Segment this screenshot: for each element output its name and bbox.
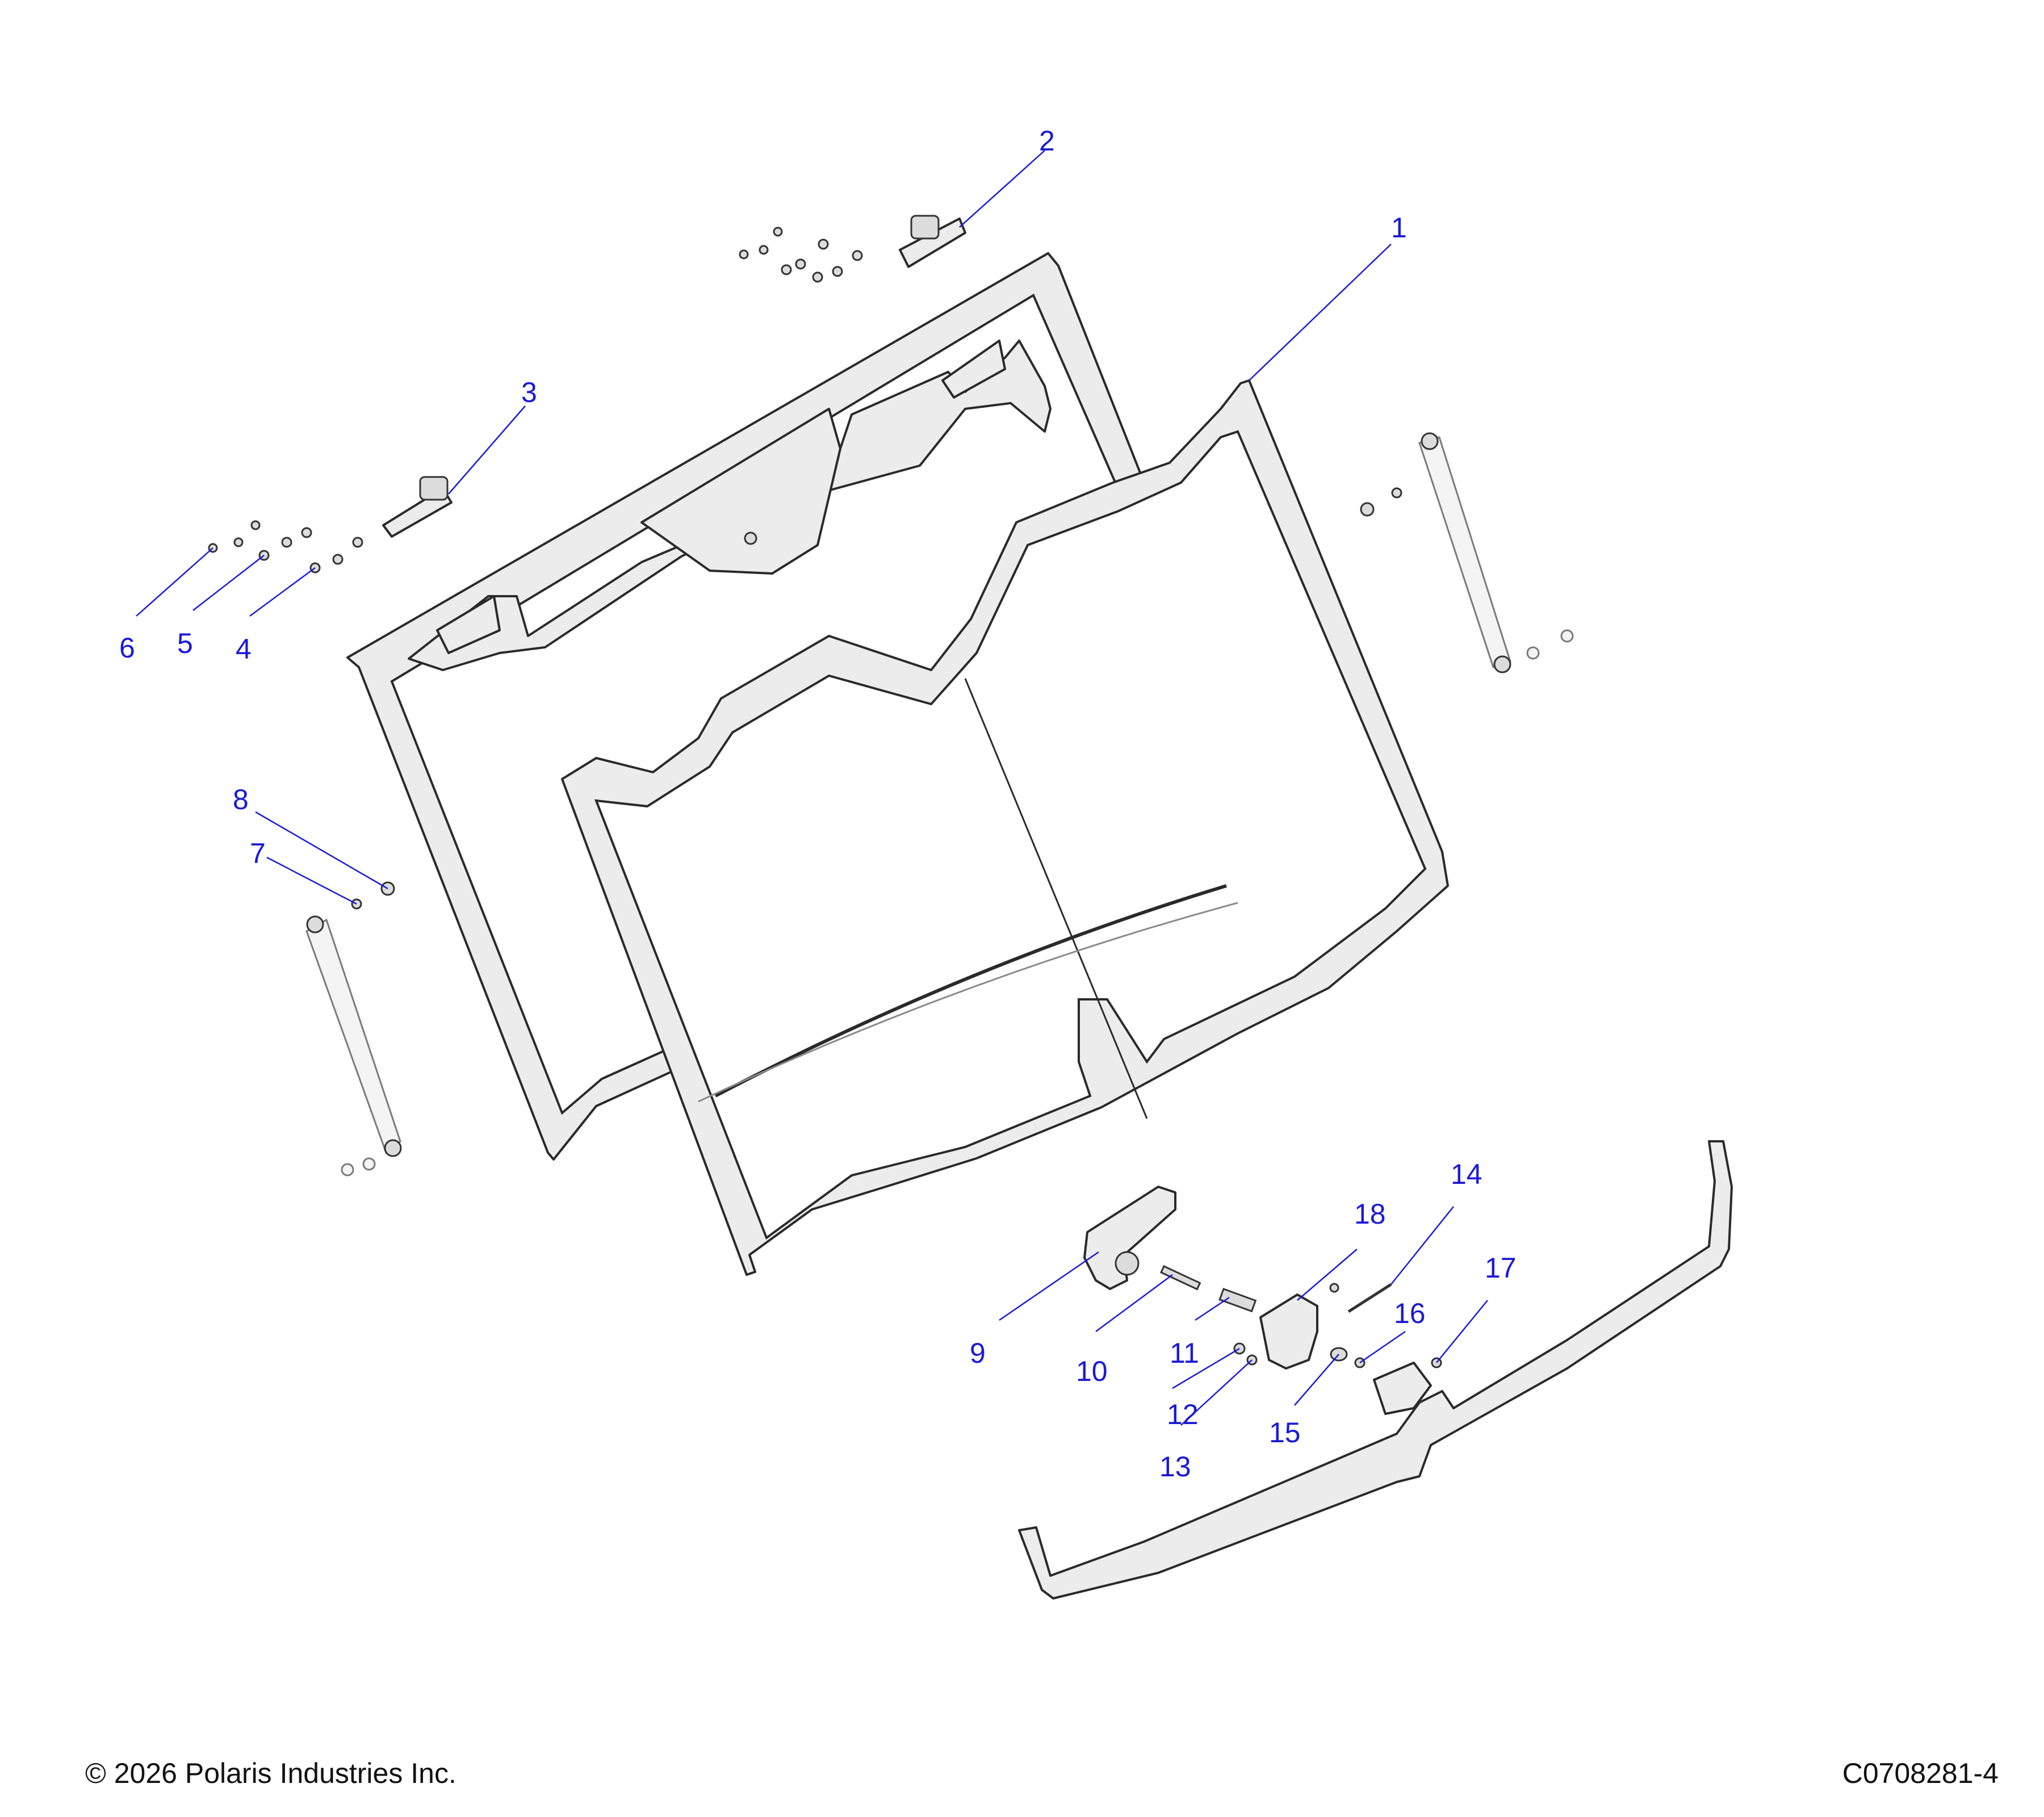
hinge-fasteners-lower xyxy=(208,520,363,573)
upper-left-hinge xyxy=(382,476,453,538)
copyright-text: © 2026 Polaris Industries Inc. xyxy=(85,1757,456,1789)
callout-14: 14 xyxy=(1451,1158,1482,1190)
right-gas-strut xyxy=(1418,432,1574,673)
callout-12: 12 xyxy=(1167,1399,1199,1430)
callout-8: 8 xyxy=(233,784,249,815)
left-gas-strut xyxy=(305,915,402,1177)
callout-6: 6 xyxy=(119,632,135,664)
callout-13: 13 xyxy=(1159,1451,1191,1483)
callout-7: 7 xyxy=(250,838,266,869)
callout-3: 3 xyxy=(521,376,537,408)
callout-5: 5 xyxy=(177,627,193,659)
callout-4: 4 xyxy=(236,633,252,665)
upper-right-hinge xyxy=(899,215,966,268)
callout-numbers: 1 2 3 4 5 6 7 8 9 10 11 12 13 14 15 16 1… xyxy=(119,125,1517,1483)
lower-brace-bracket xyxy=(1018,1140,1733,1600)
callout-11: 11 xyxy=(1170,1337,1199,1369)
callout-2: 2 xyxy=(1039,125,1055,157)
callout-16: 16 xyxy=(1394,1297,1426,1329)
callout-10: 10 xyxy=(1076,1355,1108,1387)
callout-15: 15 xyxy=(1269,1417,1301,1448)
windshield-glass-panel xyxy=(561,379,1449,1276)
callout-1: 1 xyxy=(1391,212,1407,244)
hinge-fasteners-upper xyxy=(739,227,863,283)
callout-leader-lines xyxy=(136,150,1488,1426)
figure-id: C0708281-4 xyxy=(1842,1757,1999,1789)
callout-17: 17 xyxy=(1485,1252,1517,1284)
callout-18: 18 xyxy=(1354,1198,1386,1230)
callout-9: 9 xyxy=(970,1337,986,1369)
strut-mount-hardware xyxy=(351,487,1402,910)
latch-assembly xyxy=(1083,1186,1442,1370)
